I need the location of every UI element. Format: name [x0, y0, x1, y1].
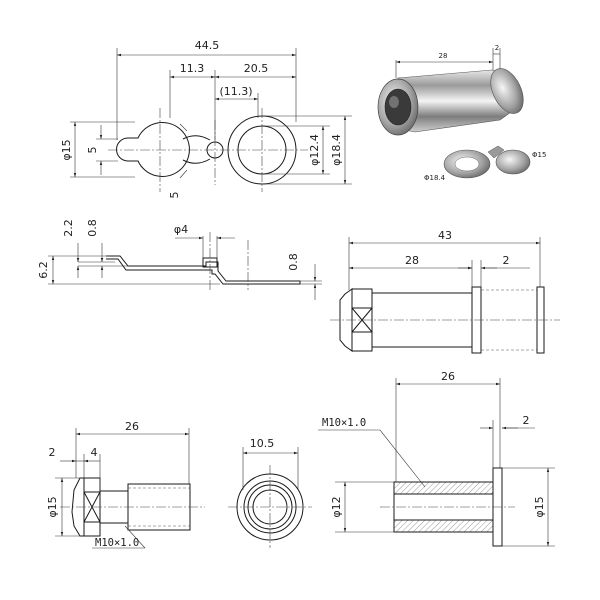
dim-male-length: 26 [125, 420, 139, 433]
dim-end-width: 10.5 [250, 437, 275, 450]
label-male-thread: M10×1.0 [95, 537, 139, 549]
dim-thickness: 0.8 [86, 219, 99, 237]
dim-total-length: 43 [438, 229, 452, 242]
viewer-flange [490, 68, 524, 114]
dim-female-length: 26 [441, 370, 455, 383]
male-part-view: 26 2 4 φ15 M10×1.0 [46, 420, 205, 549]
dim-female-inner-dia: φ12 [330, 496, 343, 517]
dim-plate-thickness: 0.8 [287, 253, 300, 271]
product-photo: 28 2 Φ18.4 Φ15 [377, 44, 546, 182]
end-view: 10.5 [228, 437, 312, 548]
dim-body-length: 28 [405, 254, 419, 267]
dim-ring-outer-dia: φ18.4 [330, 134, 343, 166]
female-part-view: 26 2 M10×1.0 φ12 φ15 [318, 370, 555, 547]
dim-step: 2.2 [62, 219, 75, 237]
dim-knob-width: 5 [168, 192, 181, 199]
photo-length-label: 28 [439, 52, 448, 60]
assembly-view: 43 28 2 [330, 229, 560, 354]
dim-cover-dia: φ15 [60, 139, 73, 160]
side-view: 6.2 2.2 0.8 φ4 0.8 [37, 219, 322, 300]
photo-cover-label: Φ15 [532, 151, 546, 159]
viewer-lens [384, 88, 412, 126]
dim-height: 6.2 [37, 261, 50, 279]
dim-flange: 2 [503, 254, 510, 267]
dim-pivot-offset: 11.3 [180, 62, 205, 75]
dim-ring-offset-ref: (11.3) [219, 85, 252, 98]
dim-male-flange: 2 [49, 446, 56, 459]
dim-male-dia: φ15 [46, 496, 59, 517]
dim-female-outer-dia: φ15 [533, 496, 546, 517]
dim-pin-dia: φ4 [174, 223, 188, 236]
dim-ring-inner-dia: φ12.4 [308, 134, 321, 166]
dim-knob-height: 5 [86, 147, 99, 154]
hinge-bottom [182, 158, 211, 164]
cover-outline [116, 122, 190, 177]
photo-cover [495, 149, 531, 175]
dim-overall-width: 44.5 [195, 39, 220, 52]
dim-male-head: 4 [91, 446, 98, 459]
top-view: 44.5 11.3 20.5 (11.3) φ15 5 5 φ12.4 φ18.… [60, 39, 352, 199]
photo-flange-label: 2 [495, 44, 499, 52]
label-female-thread: M10×1.0 [322, 417, 366, 429]
photo-ring-label: Φ18.4 [424, 174, 446, 182]
dim-female-flange: 2 [523, 414, 530, 427]
dim-ring-offset: 20.5 [244, 62, 269, 75]
hinge-top [182, 135, 211, 141]
